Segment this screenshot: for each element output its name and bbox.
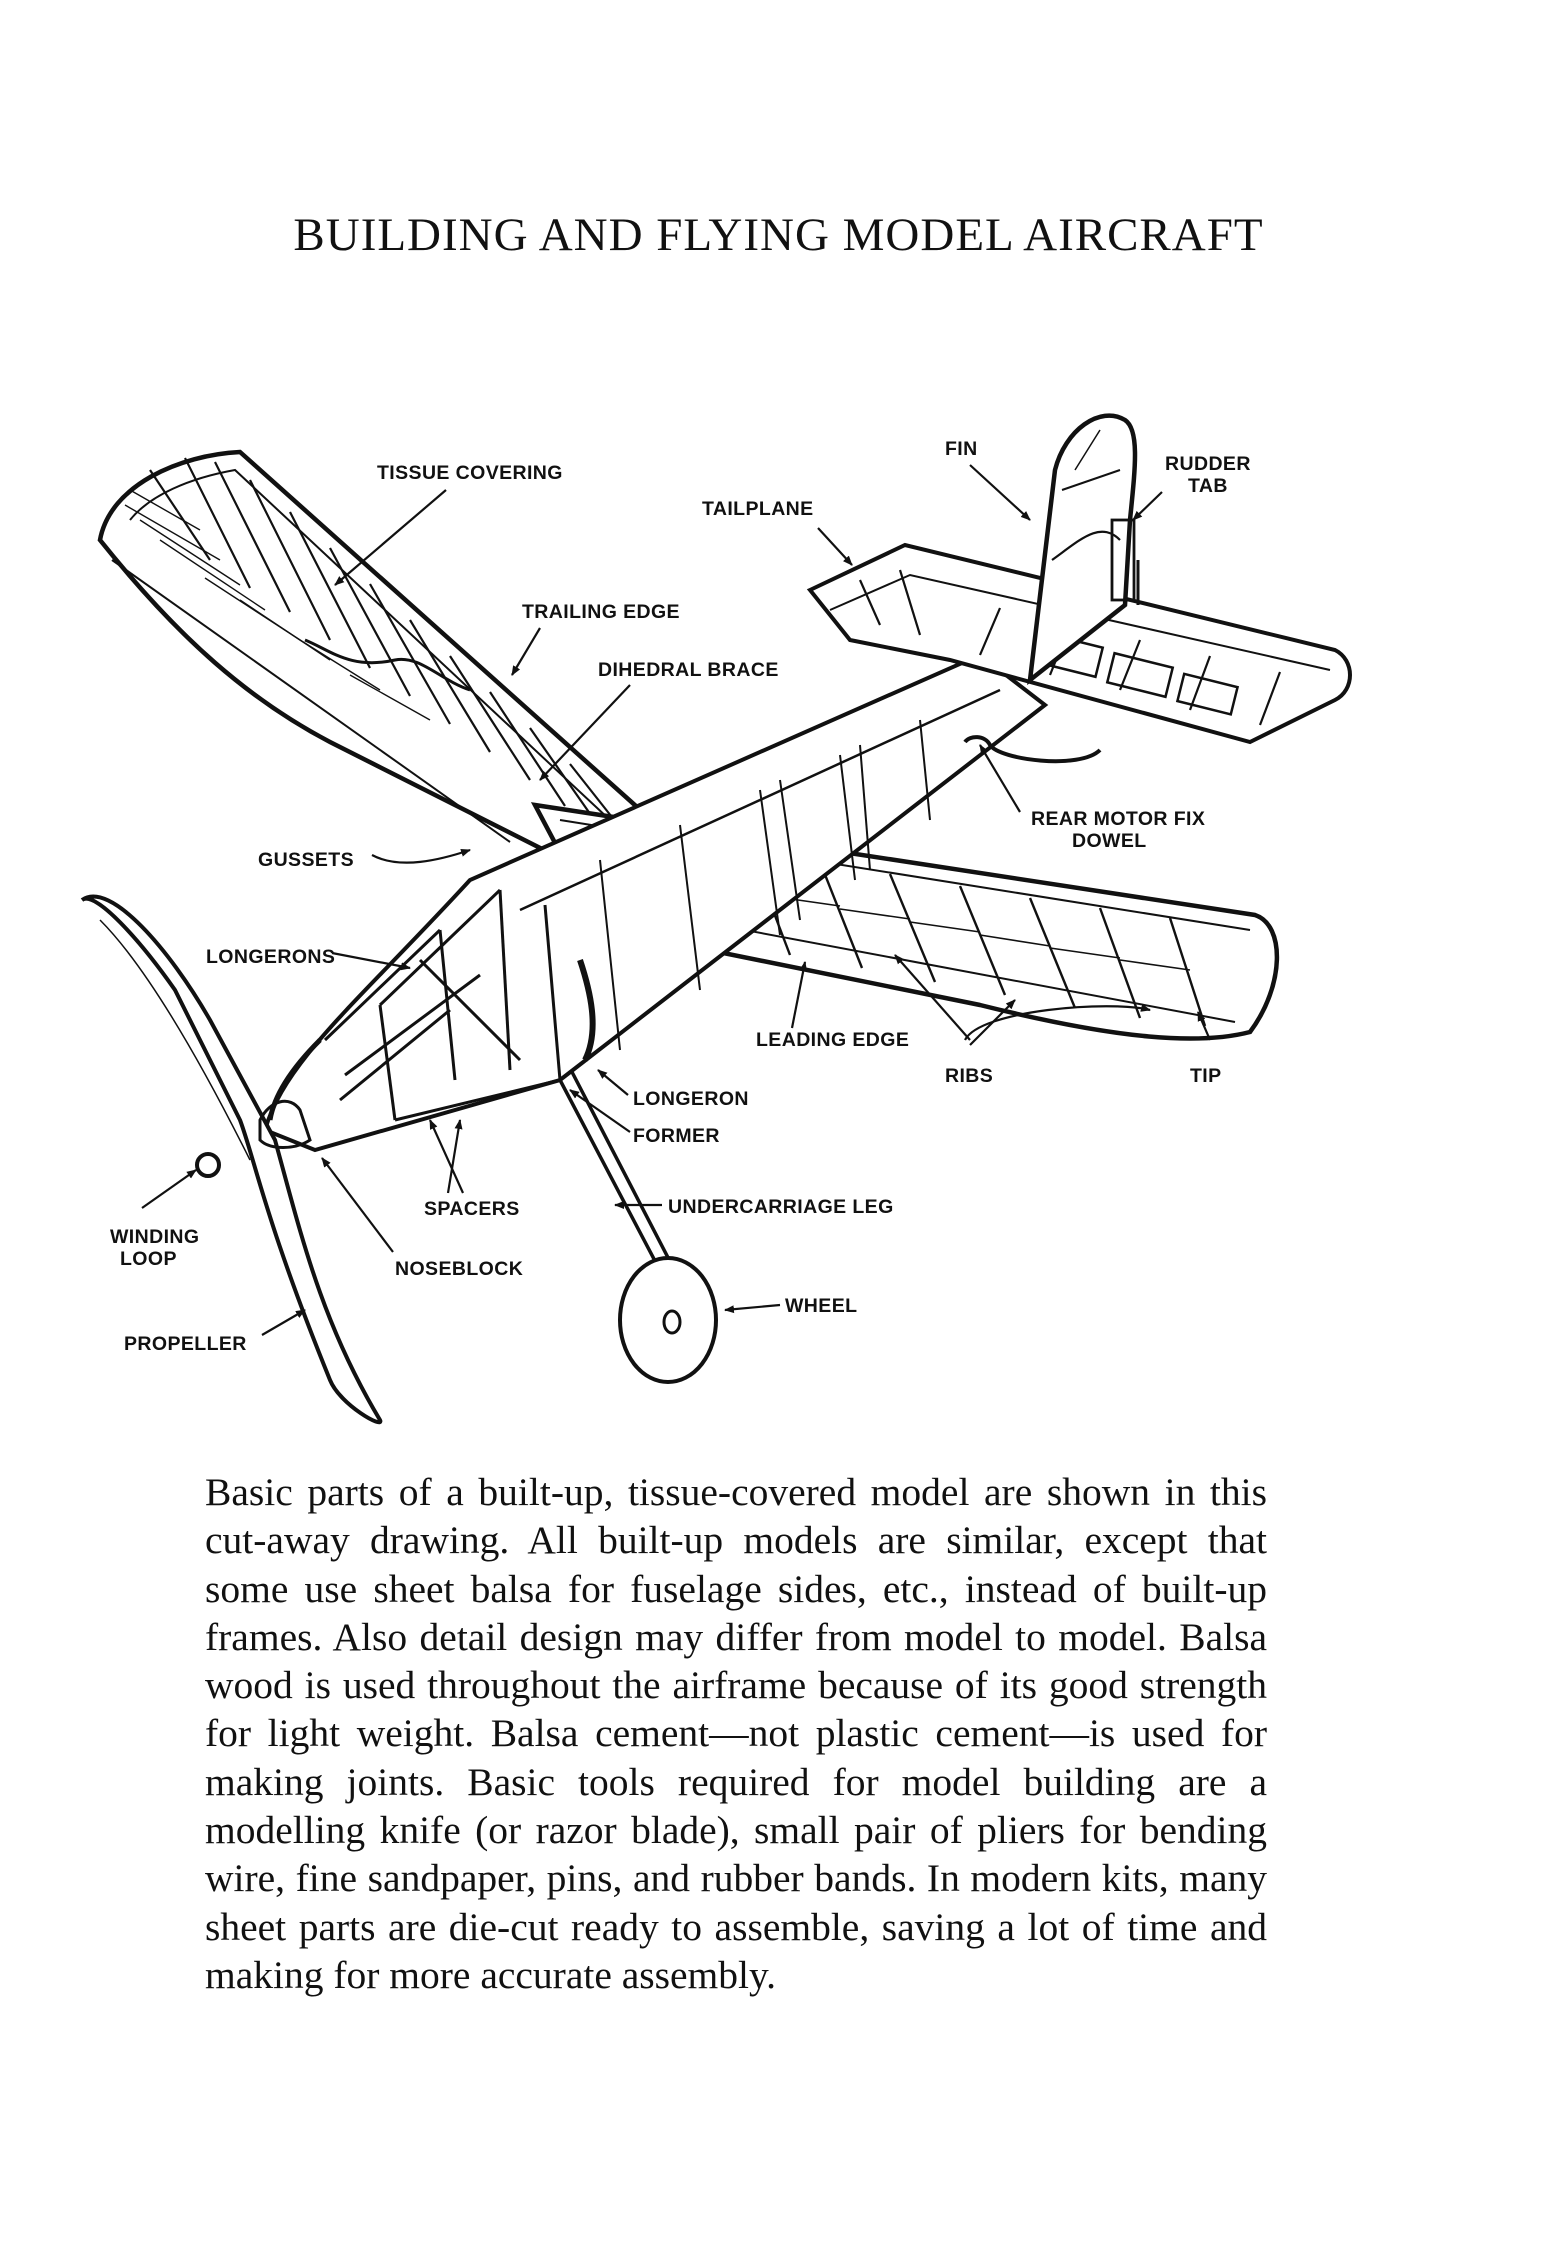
undercarriage-leg xyxy=(558,1071,679,1281)
label-former: FORMER xyxy=(633,1125,720,1147)
label-dihedral-brace: DIHEDRAL BRACE xyxy=(598,659,779,681)
leader-lines xyxy=(141,464,1212,1336)
label-propeller: PROPELLER xyxy=(124,1333,247,1355)
label-winding-loop-line2: LOOP xyxy=(120,1248,177,1270)
label-ribs: RIBS xyxy=(945,1065,993,1087)
label-trailing-edge: TRAILING EDGE xyxy=(522,601,680,623)
running-heading: BUILDING AND FLYING MODEL AIRCRAFT xyxy=(293,209,1264,261)
figure-caption: Basic parts of a built-up, tissue-covere… xyxy=(205,1470,1267,1997)
label-rear-motor-fix-line1: REAR MOTOR FIX xyxy=(1031,808,1205,830)
noseblock xyxy=(258,1099,312,1149)
wheel xyxy=(618,1256,718,1384)
fuselage xyxy=(262,652,1049,1153)
label-longeron: LONGERON xyxy=(633,1088,749,1110)
label-rear-motor-fix-line2: DOWEL xyxy=(1072,830,1147,852)
label-rudder-tab-line2: TAB xyxy=(1188,475,1228,497)
rear-motor-fix-dowel xyxy=(963,735,1102,764)
label-undercarriage-leg: UNDERCARRIAGE LEG xyxy=(668,1196,894,1218)
label-rudder-tab-line1: RUDDER xyxy=(1165,453,1251,475)
fin xyxy=(1027,413,1140,686)
left-wing xyxy=(97,449,670,861)
label-spacers: SPACERS xyxy=(424,1198,520,1220)
label-leading-edge: LEADING EDGE xyxy=(756,1029,909,1051)
propeller xyxy=(80,894,383,1425)
label-winding-loop-line1: WINDING xyxy=(110,1226,199,1248)
winding-loop xyxy=(195,1152,221,1178)
part-labels: TISSUE COVERING TAILPLANE FIN RUDDER TAB… xyxy=(110,438,1251,1355)
label-gussets: GUSSETS xyxy=(258,849,354,871)
label-longerons: LONGERONS xyxy=(206,946,335,968)
tailplane xyxy=(806,542,1352,745)
label-noseblock: NOSEBLOCK xyxy=(395,1258,523,1280)
label-wheel: WHEEL xyxy=(785,1295,857,1317)
label-tailplane: TAILPLANE xyxy=(702,498,814,520)
label-fin: FIN xyxy=(945,438,978,460)
label-tissue-covering: TISSUE COVERING xyxy=(377,462,563,484)
label-tip: TIP xyxy=(1190,1065,1222,1087)
